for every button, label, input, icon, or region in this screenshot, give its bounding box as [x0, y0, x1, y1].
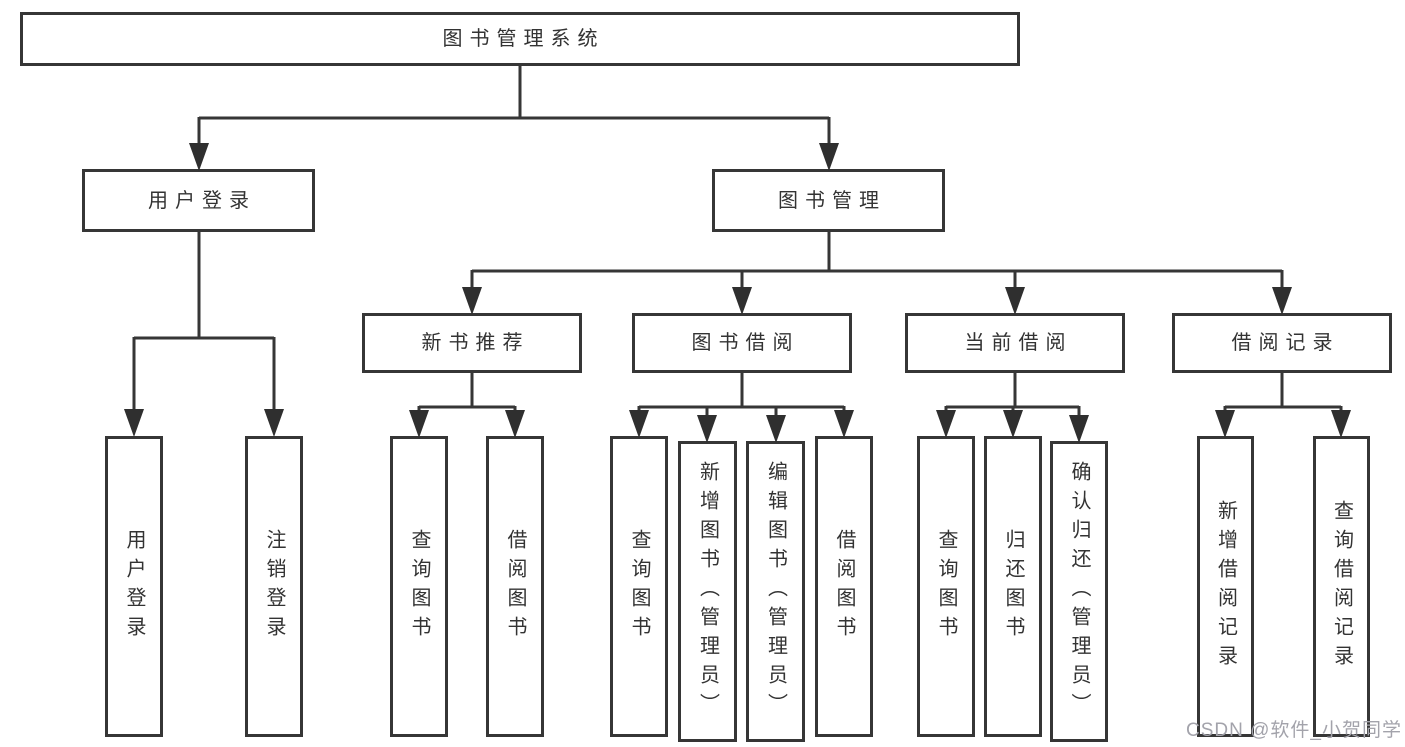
- node-query-borrow-record: 查询借阅记录: [1313, 436, 1370, 737]
- arrowhead: [264, 409, 284, 437]
- connector-current-borrow-to-leaves: [936, 373, 1089, 443]
- connector-user-login-to-leaves: [124, 232, 284, 437]
- connector-book-mgmt-to-level3: [462, 232, 1292, 315]
- node-borrow-books-borrow: 借阅图书: [815, 436, 873, 737]
- connector-line: [470, 232, 1284, 289]
- arrowhead: [1069, 415, 1089, 443]
- node-new-book-recommendation: 新书推荐: [362, 313, 582, 373]
- connector-line: [417, 373, 517, 412]
- node-query-books-current: 查询图书: [917, 436, 975, 737]
- arrowhead: [1003, 410, 1023, 438]
- node-query-books-borrow: 查询图书: [610, 436, 668, 737]
- arrowhead: [1215, 410, 1235, 438]
- connector-new-book-rec-to-leaves: [409, 373, 525, 438]
- arrowhead: [409, 410, 429, 438]
- arrowhead: [189, 143, 209, 171]
- node-borrow-books-recommend: 借阅图书: [486, 436, 544, 737]
- node-confirm-return-admin: 确认归还（管理员）: [1050, 441, 1108, 742]
- node-add-books-admin: 新增图书（管理员）: [678, 441, 737, 742]
- node-edit-books-admin: 编辑图书（管理员）: [746, 441, 805, 742]
- node-user-login-leaf: 用户登录: [105, 436, 163, 737]
- connector-line: [944, 373, 1081, 417]
- connector-line: [637, 373, 846, 417]
- arrowhead: [462, 287, 482, 315]
- connector-root-to-level2: [189, 66, 839, 171]
- arrowhead: [505, 410, 525, 438]
- connector-book-borrow-to-leaves: [629, 373, 854, 443]
- node-library-management-system: 图书管理系统: [20, 12, 1020, 66]
- arrowhead: [936, 410, 956, 438]
- arrowhead: [819, 143, 839, 171]
- arrowhead: [834, 410, 854, 438]
- arrowhead: [629, 410, 649, 438]
- node-book-borrowing: 图书借阅: [632, 313, 852, 373]
- connector-line: [132, 232, 276, 411]
- node-add-borrow-record: 新增借阅记录: [1197, 436, 1254, 737]
- node-logout: 注销登录: [245, 436, 303, 737]
- csdn-watermark: CSDN @软件_小贺同学: [1186, 720, 1402, 741]
- arrowhead: [766, 415, 786, 443]
- connector-borrow-record-to-leaves: [1215, 373, 1351, 438]
- arrowhead: [697, 415, 717, 443]
- connector-line: [197, 66, 831, 145]
- arrowhead: [1272, 287, 1292, 315]
- node-borrowing-records: 借阅记录: [1172, 313, 1392, 373]
- node-return-books: 归还图书: [984, 436, 1042, 737]
- node-user-login-branch: 用户登录: [82, 169, 315, 232]
- arrowhead: [732, 287, 752, 315]
- arrowhead: [124, 409, 144, 437]
- node-query-books-recommend: 查询图书: [390, 436, 448, 737]
- node-current-borrowing: 当前借阅: [905, 313, 1125, 373]
- connector-line: [1223, 373, 1343, 412]
- arrowhead: [1331, 410, 1351, 438]
- arrowhead: [1005, 287, 1025, 315]
- node-book-management: 图书管理: [712, 169, 945, 232]
